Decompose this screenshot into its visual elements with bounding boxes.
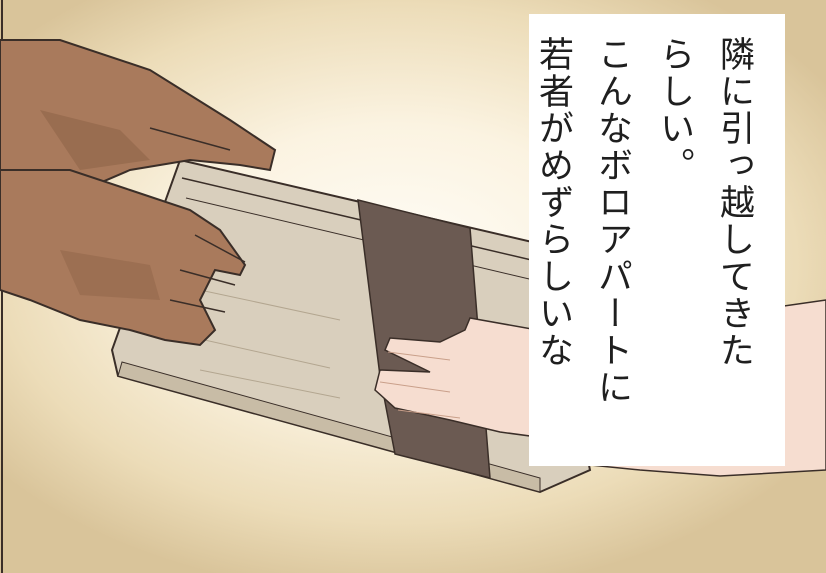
caption-line-1: 隣に引っ越してきた	[714, 36, 754, 369]
left-bottom-hand	[0, 169, 247, 347]
caption-line-3: こんなボロアパートに	[592, 36, 632, 406]
narration-caption-box: 隣に引っ越してきた らしい。 こんなボロアパートに 若者がめずらしいな	[529, 14, 785, 466]
caption-line-4: 若者がめずらしいな	[533, 36, 573, 369]
caption-line-2: らしい。	[654, 36, 694, 184]
left-hands	[0, 39, 277, 347]
